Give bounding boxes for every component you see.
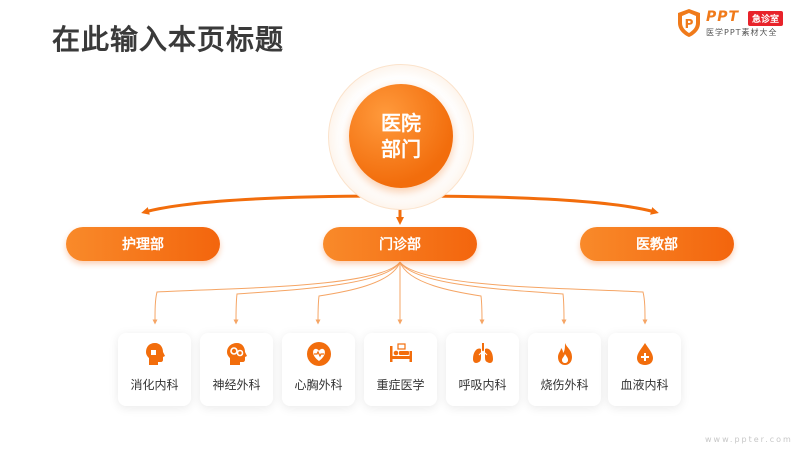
clinic-label: 消化内科 [130,378,179,392]
clinic-card-hematology[interactable]: 血液内科 [608,333,681,406]
clinic-label: 烧伤外科 [540,378,589,392]
lungs-icon [473,343,493,363]
heart-pulse-icon [307,342,331,366]
head-profile-icon [146,343,165,365]
clinic-card-cardiothoracic[interactable]: 心胸外科 [282,333,355,406]
clinic-card-gastroenterology[interactable]: 消化内科 [118,333,191,406]
clinic-label: 神经外科 [212,378,261,392]
footer-url: www.ppter.com [705,435,793,444]
dept-nursing[interactable]: 护理部 [66,227,220,261]
clinic-card-respiratory[interactable]: 呼吸内科 [446,333,519,406]
blood-drop-icon [637,343,653,365]
brain-gears-icon [227,343,247,365]
flame-icon [558,343,572,365]
clinic-label: 重症医学 [376,378,425,392]
clinic-label: 呼吸内科 [458,378,507,392]
root-label: 医院部门 [381,111,421,161]
clinic-card-critical-care[interactable]: 重症医学 [364,333,437,406]
clinic-label: 血液内科 [620,378,669,392]
dept-outpatient[interactable]: 门诊部 [323,227,477,261]
root-node[interactable]: 医院部门 [349,84,453,188]
brand-logo: P PPT 急诊室 医学PPT素材大全 [676,8,794,40]
logo-badge: 急诊室 [748,11,784,26]
svg-text:P: P [685,17,694,31]
clinic-label: 心胸外科 [294,378,343,392]
clinic-card-neurosurgery[interactable]: 神经外科 [200,333,273,406]
shield-p-icon: P [678,9,700,37]
logo-name: PPT [706,9,740,25]
hospital-bed-icon [390,343,412,362]
dept-medical-education[interactable]: 医教部 [580,227,734,261]
logo-subtitle: 医学PPT素材大全 [706,28,778,37]
clinic-card-burns[interactable]: 烧伤外科 [528,333,601,406]
page-title: 在此输入本页标题 [52,23,285,56]
